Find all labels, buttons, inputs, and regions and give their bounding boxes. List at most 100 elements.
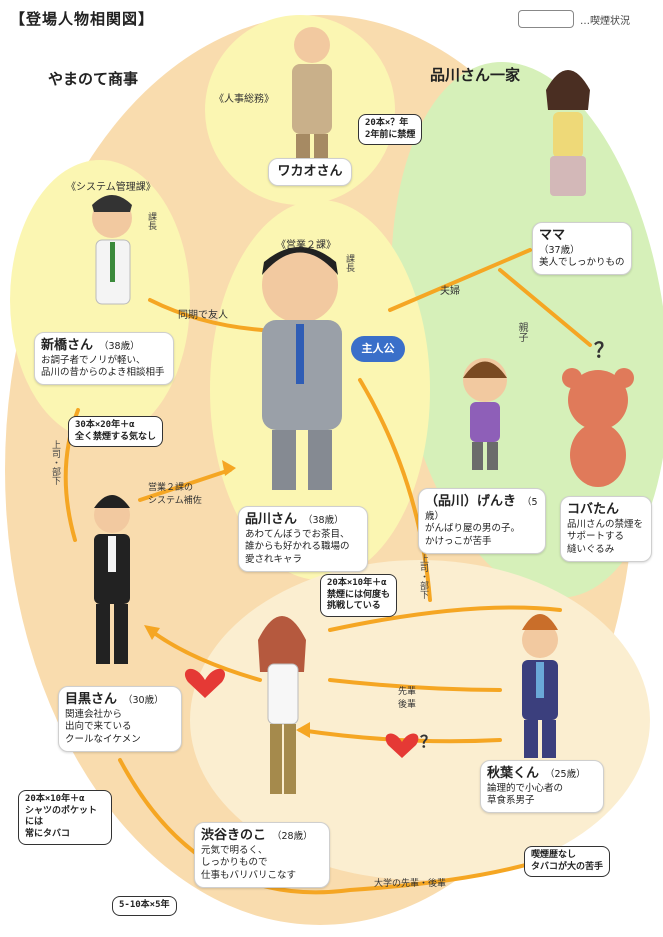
smoking-shinagawa: 20本×10年＋α 禁煙には何度も 挑戦している: [320, 574, 398, 618]
smoking-line: 20本×？年: [365, 118, 409, 128]
name-genki: （品川）げんき: [425, 494, 517, 509]
akiba-figure: [522, 614, 558, 758]
heart-icon-2: [385, 733, 419, 758]
smoking-wakao: 20本×？年 2年前に禁煙: [358, 114, 423, 146]
shibuya-figure: [258, 616, 306, 794]
oyako-line: [498, 268, 592, 347]
name-wakao: ワカオさん: [277, 164, 343, 179]
desc-line: しっかりもので: [201, 857, 268, 869]
desc-line: 縫いぐるみ: [567, 544, 615, 556]
smoking-shinbashi: 30本×20年＋α 全く禁煙する気なし: [68, 416, 164, 448]
smoking-line: 禁煙には何度も: [327, 589, 391, 600]
age-akiba: （25歳）: [545, 769, 586, 780]
kacho-label-eigyo: 課長: [344, 254, 354, 272]
dept-eigyo2: 《営業２課》: [276, 240, 336, 251]
akiba-shibuya-arrow: [296, 722, 310, 738]
genki-figure: [463, 358, 507, 470]
mama-figure: [546, 70, 590, 196]
group-title-shinagawa-family: 品川さん一家: [430, 66, 521, 84]
question-mark-akiba: ？: [420, 732, 437, 751]
relation-doki: 同期で友人: [178, 310, 228, 321]
question-mark-koba: ？: [594, 338, 614, 362]
kacho-label-system: 課長: [146, 212, 156, 230]
desc-line: あわてんぼうでお茶目、: [245, 528, 350, 540]
card-wakao: ワカオさん: [268, 158, 352, 186]
smoking-line: 5-10本×5年: [119, 900, 170, 910]
name-mama: ママ: [539, 228, 566, 243]
hero-badge: 主人公: [351, 336, 405, 362]
desc-line: お調子者でノリが軽い、: [41, 354, 146, 366]
hosa-line: [138, 468, 232, 502]
shibuya-meguro-line: [148, 628, 262, 682]
card-shinagawa: 品川さん（38歳） あわてんぼうでお茶目、 誰からも好かれる職場の 愛されキャラ: [238, 506, 368, 572]
hosa-arrow: [222, 460, 236, 476]
smoking-line: 20本×10年＋α: [25, 794, 85, 804]
smoking-line: 挑戦している: [327, 601, 381, 612]
smoking-akiba: 喫煙歴なし タバコが大の苦手: [524, 846, 611, 878]
shinbashi-meguro-line: [328, 605, 562, 632]
legend-label: …喫煙状況: [580, 16, 630, 27]
legend-box: [518, 10, 574, 28]
shinbashi-figure: [92, 195, 132, 305]
desc-line: 出向で来ている: [65, 721, 132, 733]
page-title: 【登場人物相関図】: [10, 10, 155, 28]
desc-line: 美人でしっかりもの: [539, 257, 625, 269]
jouge-right-line: [358, 378, 432, 602]
relation-daigaku: 大学の先輩・後輩: [374, 879, 447, 889]
name-shibuya: 渋谷きのこ: [201, 828, 267, 843]
desc-line: 愛されキャラ: [245, 554, 303, 566]
desc-line: 関連会社から: [65, 708, 123, 720]
smoking-line: 20本×10年＋α: [327, 578, 387, 588]
smoking-shibuya: 5-10本×5年: [112, 896, 177, 916]
smoking-line: には: [25, 817, 44, 828]
card-mama: ママ （37歳） 美人でしっかりもの: [532, 222, 632, 276]
relation-senpai-line: 後輩: [398, 700, 417, 710]
name-koba: コバたん: [567, 502, 620, 517]
relation-hosa-line: 営業２課の: [148, 483, 194, 493]
age-shinbashi: （38歳）: [99, 341, 140, 352]
card-koba: コバたん 品川さんの禁煙を サポートする 縫いぐるみ: [560, 496, 652, 562]
name-shinagawa: 品川さん: [245, 512, 298, 527]
desc-line: 論理的で小心者の: [487, 782, 564, 794]
desc-line: サポートする: [567, 531, 625, 543]
smoking-line: 30本×20年＋α: [75, 420, 135, 430]
shibuya-meguro-arrow: [144, 625, 160, 640]
age-genki: （5歳）: [425, 497, 538, 522]
fufu-line: [388, 248, 532, 312]
dept-system: 《システム管理課》: [66, 182, 156, 193]
name-meguro: 目黒さん: [65, 692, 118, 707]
age-mama: （37歳）: [539, 244, 580, 256]
card-shinbashi: 新橋さん（38歳） お調子者でノリが軽い、 品川の昔からのよき相談相手: [34, 332, 174, 386]
shinagawa-figure: [262, 247, 342, 490]
relation-hosa: 営業２課の システム補佐: [148, 480, 202, 506]
relation-lines: [63, 248, 592, 895]
heart-icon: [184, 668, 226, 698]
age-meguro: （30歳）: [123, 695, 164, 706]
relation-senpai: 先輩 後輩: [398, 684, 416, 710]
relation-jouge-left: 上司・部下: [50, 440, 60, 485]
desc-line: 品川さんの禁煙を: [567, 518, 644, 530]
desc-line: 草食系男子: [487, 795, 535, 807]
age-shibuya: （28歳）: [272, 831, 313, 842]
smoking-line: 2年前に禁煙: [365, 129, 416, 140]
doki-line: [148, 298, 264, 332]
smoking-line: 全く禁煙する気なし: [75, 431, 157, 442]
meguro-figure: [94, 495, 130, 664]
desc-line: 元気で明るく、: [201, 844, 268, 856]
relation-oyako: 親子: [516, 322, 527, 342]
card-meguro: 目黒さん（30歳） 関連会社から 出向で来ている クールなイケメン: [58, 686, 182, 752]
desc-line: 誰からも好かれる職場の: [245, 541, 350, 553]
senpai-line: [328, 678, 502, 692]
desc-line: 仕事もバリバリこなす: [201, 870, 297, 882]
smoking-line: 常にタバコ: [25, 829, 71, 840]
desc-line: かけっこが苦手: [425, 536, 492, 548]
name-shinbashi: 新橋さん: [41, 338, 94, 353]
relation-jouge-right: 上司・部下: [418, 554, 428, 599]
relation-fufu: 夫婦: [440, 286, 460, 297]
group-title-yamanote: やまのて商事: [48, 70, 139, 88]
smoking-line: シャツのポケット: [25, 805, 98, 816]
desc-line: がんばり屋の男の子。: [425, 523, 521, 535]
daigaku-line: [118, 758, 572, 895]
name-akiba: 秋葉くん: [487, 766, 540, 781]
